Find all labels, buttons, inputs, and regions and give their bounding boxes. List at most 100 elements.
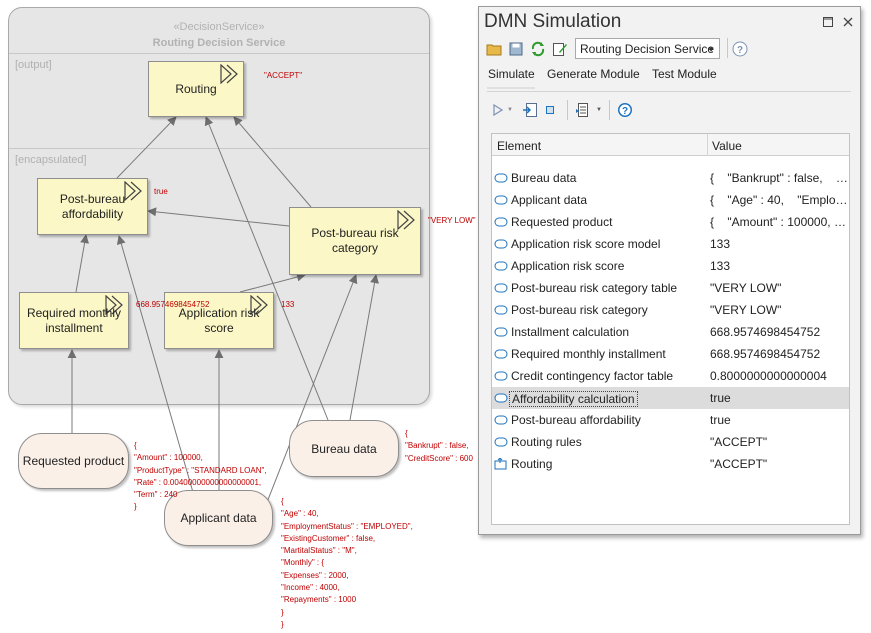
input-data-icon bbox=[494, 437, 508, 447]
column-header-element[interactable]: Element bbox=[497, 139, 542, 153]
input-data-icon bbox=[494, 393, 508, 403]
chevron-down-icon[interactable]: ▼ bbox=[507, 107, 513, 113]
input-data-icon bbox=[494, 261, 508, 271]
output-decision-icon bbox=[494, 458, 507, 470]
connector-applicant-to-riskcategory bbox=[261, 274, 358, 516]
tab-test-module[interactable]: Test Module bbox=[652, 67, 717, 81]
cell-value[interactable]: 668.9574698454752 bbox=[710, 347, 821, 361]
cell-value[interactable]: "ACCEPT" bbox=[710, 435, 768, 449]
breakpoints-icon[interactable] bbox=[575, 101, 591, 119]
run-icon[interactable] bbox=[491, 101, 505, 119]
connector-riskcategory-to-affordability bbox=[147, 207, 290, 227]
decision-application-risk-score[interactable]: Application risk score bbox=[164, 292, 274, 349]
table-row[interactable]: Applicant data { "Age" : 40, "EmploymentS… bbox=[492, 189, 849, 211]
table-row[interactable]: Routing"ACCEPT" bbox=[492, 453, 849, 475]
cell-value[interactable]: true bbox=[710, 391, 731, 405]
table-row[interactable]: Post-bureau risk category "VERY LOW" bbox=[492, 299, 849, 321]
edit-config-icon[interactable] bbox=[551, 40, 569, 58]
input-data-icon bbox=[494, 239, 508, 249]
input-data-icon bbox=[494, 217, 508, 227]
table-row[interactable]: Bureau data{ "Bankrupt" : false, "Credit… bbox=[492, 167, 849, 189]
table-row[interactable]: Affordability calculation true bbox=[492, 387, 849, 409]
tab-generate-module[interactable]: Generate Module bbox=[547, 67, 640, 81]
table-row[interactable]: Post-bureau risk category table "VERY LOW… bbox=[492, 277, 849, 299]
decision-service-select-value: Routing Decision Service bbox=[580, 42, 715, 56]
decision-post-bureau-risk-category[interactable]: Post-bureau risk category bbox=[289, 207, 421, 275]
cell-value[interactable]: 668.9574698454752 bbox=[710, 325, 821, 339]
cell-value[interactable]: 133 bbox=[710, 259, 731, 273]
chevron-down-icon: ▼ bbox=[707, 45, 715, 54]
cell-value[interactable]: { "Amount" : 100000, "ProductType" } bbox=[710, 215, 848, 229]
cell-value[interactable]: "ACCEPT" bbox=[710, 457, 768, 471]
decision-service-select[interactable]: Routing Decision Service ▼ bbox=[575, 38, 720, 59]
save-icon[interactable] bbox=[507, 40, 525, 58]
window-title: DMN Simulation bbox=[484, 11, 622, 32]
table-row[interactable]: Requested product{ "Amount" : 100000, "P… bbox=[492, 211, 849, 233]
cell-value[interactable]: 0.8000000000000004 bbox=[710, 369, 827, 383]
connector-riskscore-to-riskcategory bbox=[239, 272, 306, 293]
svg-text:?: ? bbox=[622, 106, 628, 117]
restore-icon[interactable] bbox=[821, 15, 835, 29]
value-risk-score: 133 bbox=[281, 300, 295, 309]
input-applicant-data[interactable]: Applicant data bbox=[164, 490, 273, 546]
decision-required-monthly-installment[interactable]: Required monthly installment bbox=[19, 292, 129, 349]
decision-post-bureau-affordability[interactable]: Post-bureau affordability bbox=[37, 178, 148, 235]
value-bureau-data: { "Bankrupt" : false, "CreditScore" : 60… bbox=[405, 429, 473, 463]
input-data-icon bbox=[494, 327, 508, 337]
dmn-simulation-window[interactable]: DMN Simulation Routing Decision Service … bbox=[478, 6, 861, 535]
step-into-icon[interactable] bbox=[521, 101, 539, 119]
toolbar-separator bbox=[727, 38, 728, 58]
stop-icon[interactable] bbox=[543, 101, 557, 119]
help-icon[interactable]: ? bbox=[731, 40, 749, 58]
connector-monthly-to-affordability bbox=[75, 234, 90, 293]
refresh-icon[interactable] bbox=[529, 40, 547, 58]
output-compartment-label: [output] bbox=[15, 59, 52, 71]
column-divider[interactable] bbox=[707, 134, 708, 156]
input-bureau-data[interactable]: Bureau data bbox=[289, 420, 399, 477]
chevron-down-icon[interactable]: ▼ bbox=[596, 107, 602, 113]
value-routing: "ACCEPT" bbox=[264, 71, 303, 80]
tab-simulate[interactable]: Simulate bbox=[488, 67, 535, 81]
table-row[interactable]: Routing rules"ACCEPT" bbox=[492, 431, 849, 453]
decision-label: Application risk score bbox=[178, 305, 260, 335]
decision-label: Post-bureau affordability bbox=[59, 191, 126, 221]
cell-value[interactable]: 133 bbox=[710, 237, 731, 251]
decision-icon bbox=[124, 181, 142, 201]
simulation-grid[interactable]: Element Value Bureau data{ "Bankrupt" : … bbox=[491, 133, 850, 525]
cell-value[interactable]: "VERY LOW" bbox=[710, 281, 782, 295]
cell-element-name: Post-bureau risk category bbox=[511, 303, 648, 317]
open-folder-icon[interactable] bbox=[485, 40, 503, 58]
table-row[interactable]: Post-bureau affordability true bbox=[492, 409, 849, 431]
cell-value[interactable]: true bbox=[710, 413, 731, 427]
input-requested-product[interactable]: Requested product bbox=[18, 433, 129, 489]
cell-element-name: Post-bureau risk category table bbox=[511, 281, 678, 295]
value-affordability: true bbox=[154, 187, 168, 196]
cell-value[interactable]: "VERY LOW" bbox=[710, 303, 782, 317]
close-icon[interactable] bbox=[841, 15, 855, 29]
service-divider bbox=[9, 53, 429, 54]
decision-icon bbox=[250, 295, 268, 315]
decision-icon bbox=[220, 64, 238, 84]
decision-routing[interactable]: Routing bbox=[148, 61, 244, 117]
connector-applicant-to-affordability bbox=[116, 235, 202, 521]
tab-divider bbox=[487, 91, 851, 92]
value-requested-product: { "Amount" : 100000, "ProductType" : "ST… bbox=[134, 441, 267, 512]
cell-element-name: Post-bureau affordability bbox=[511, 413, 641, 427]
cell-value[interactable]: { "Age" : 40, "EmploymentStatus" : "EMPL… bbox=[710, 193, 848, 207]
cell-element-name: Affordability calculation bbox=[509, 391, 638, 407]
svg-text:?: ? bbox=[737, 45, 743, 56]
toolbar-separator bbox=[609, 100, 610, 120]
cell-value[interactable]: { "Bankrupt" : false, "CreditScore" : 60… bbox=[710, 171, 848, 185]
connector-bureau-to-riskcategory bbox=[349, 274, 379, 421]
column-header-value[interactable]: Value bbox=[712, 139, 742, 153]
cell-element-name: Applicant data bbox=[511, 193, 588, 207]
help-icon[interactable]: ? bbox=[616, 101, 634, 119]
input-data-icon bbox=[494, 371, 508, 381]
connector-riskcategory-to-routing bbox=[233, 116, 312, 208]
